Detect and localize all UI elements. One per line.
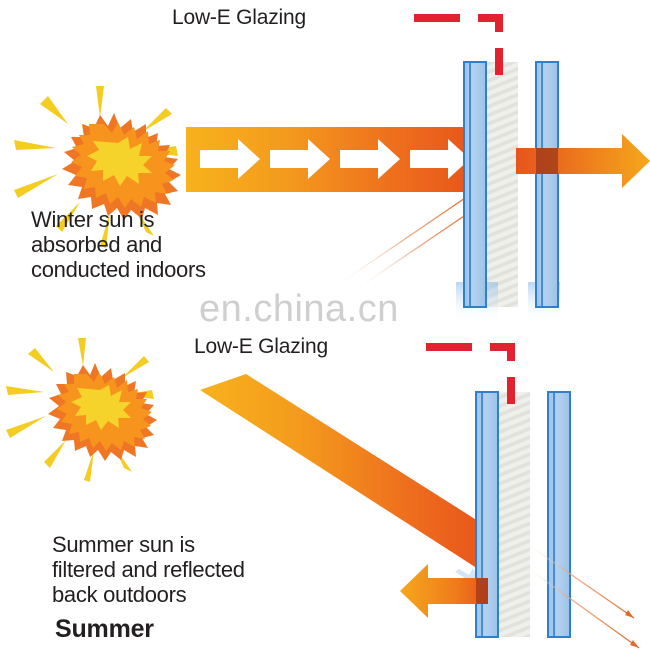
inner-glass-pane-winter — [535, 61, 559, 308]
beam-arrow-group-winter — [200, 139, 470, 179]
low-e-coating-pane-winter — [486, 62, 518, 307]
summer-caption-line-1: Summer sun is — [52, 532, 195, 557]
summer-transmitted-rays — [521, 541, 640, 649]
low-e-coating-pane-summer — [498, 392, 530, 637]
winter-incoming-beam — [186, 127, 490, 192]
summer-caption-line-3: back outdoors — [52, 582, 187, 607]
winter-reflection-lines — [329, 195, 471, 293]
sun-rays-winter — [14, 86, 178, 248]
winter-exit-arrow — [516, 134, 650, 188]
summer-panel: Low-E Glazing Summer sun is filtered and… — [0, 330, 650, 650]
winter-caption-line-1: Winter sun is — [31, 207, 155, 232]
low-e-leader-summer — [426, 343, 515, 404]
summer-reflected-arrow — [400, 564, 488, 618]
sun-burst-summer — [48, 363, 157, 461]
inner-glass-pane-summer — [547, 391, 571, 638]
summer-graphics — [6, 338, 640, 649]
winter-graphics — [14, 14, 650, 324]
low-e-leader-winter — [414, 14, 503, 75]
sun-burst-winter — [62, 113, 181, 220]
summer-glazing-label: Low-E Glazing — [194, 335, 328, 358]
summer-season-label: Summer — [55, 615, 154, 643]
outer-glass-pane-winter — [463, 61, 487, 308]
winter-caption-line-2: absorbed and — [31, 232, 162, 257]
winter-panel: Low-E Glazing Winter sun is absorbed and… — [14, 6, 650, 324]
winter-glazing-label: Low-E Glazing — [172, 6, 306, 29]
winter-caption-line-3: conducted indoors — [31, 257, 206, 282]
summer-caption-line-2: filtered and reflected — [52, 557, 245, 582]
